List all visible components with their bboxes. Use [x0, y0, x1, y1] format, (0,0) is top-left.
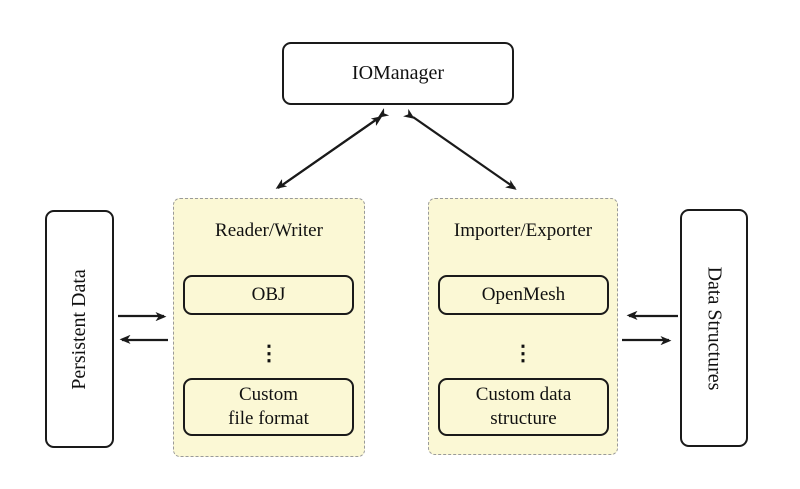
panel-importer-exporter-title: Importer/Exporter	[453, 220, 593, 241]
node-data-structures: Data Structures	[680, 209, 748, 447]
panel-importer-exporter: Importer/Exporter OpenMesh ⋮ Custom data…	[428, 198, 618, 455]
node-openmesh: OpenMesh	[438, 275, 609, 315]
node-custom-data-structure-line1: Custom data	[475, 384, 572, 405]
node-persistent-data-label: Persistent Data	[68, 268, 90, 390]
node-obj: OBJ	[183, 275, 354, 315]
panel-reader-writer: Reader/Writer OBJ ⋮ Custom file format	[173, 198, 365, 457]
arrow-iomanager-importerexporter	[413, 117, 515, 188]
node-persistent-data: Persistent Data	[45, 210, 114, 448]
panel-reader-writer-title: Reader/Writer	[215, 220, 323, 241]
node-iomanager-label: IOManager	[351, 62, 445, 84]
arrow-iomanager-readerwriter	[278, 117, 380, 189]
node-custom-data-structure-line2: structure	[490, 408, 557, 429]
ellipsis-reader-writer: ⋮	[258, 340, 280, 365]
node-data-structures-label: Data Structures	[703, 266, 726, 390]
node-custom-file-format-line1: Custom	[238, 384, 299, 405]
node-iomanager: IOManager	[282, 42, 514, 105]
node-obj-label: OBJ	[251, 284, 286, 305]
arrow-iomanager-readerwriter-head	[277, 116, 380, 189]
node-custom-file-format: Custom file format	[183, 378, 354, 436]
ellipsis-importer-exporter: ⋮	[512, 340, 534, 365]
node-custom-file-format-line2: file format	[228, 408, 309, 429]
node-custom-data-structure: Custom data structure	[438, 378, 609, 436]
node-openmesh-label: OpenMesh	[481, 284, 566, 305]
